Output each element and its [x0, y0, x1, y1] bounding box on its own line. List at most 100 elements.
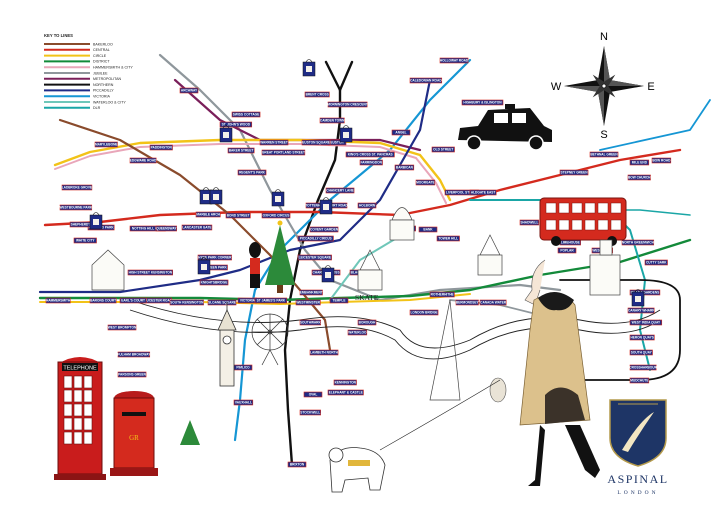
station-label: LEICESTER SQUARE — [297, 254, 332, 261]
station-name: FULHAM BROADWAY — [117, 353, 151, 357]
station-name: GREAT PORTLAND STREET — [262, 151, 305, 155]
key-label: BAKERLOO — [93, 42, 113, 46]
station-label: CAMDEN TOWN — [319, 117, 345, 124]
station-label: STEPNEY GREEN — [559, 169, 589, 176]
station-label: SOUTH QUAY — [629, 349, 653, 356]
black-taxi-illustration — [458, 104, 552, 151]
station-name: BAKER STREET — [229, 149, 254, 153]
station-label: BETHNAL GREEN — [589, 151, 618, 158]
key-label: CIRCLE — [93, 54, 107, 58]
station-label-box — [519, 219, 540, 226]
station-label: ANGEL — [391, 129, 411, 136]
station-name: HERON QUAYS — [630, 336, 653, 340]
shopping-bag-icon — [302, 59, 316, 77]
station-name: BOW ROAD — [652, 159, 671, 163]
station-label: TEMPLE — [329, 297, 349, 304]
station-label-box — [219, 121, 253, 128]
east-black-loop — [559, 279, 681, 381]
northern-line-branch — [338, 60, 354, 92]
station-label-box — [287, 461, 307, 468]
station-label-box — [227, 147, 255, 154]
station-name: BARBICAN — [396, 166, 414, 170]
station-name: SHEPHERD'S BUSH — [71, 223, 102, 227]
station-label-box — [303, 391, 323, 398]
key-label: WATERLOO & CITY — [93, 100, 126, 104]
station-label: WEST INDIA QUAY — [629, 319, 663, 326]
station-name: VICTORIA — [240, 299, 256, 303]
station-label-box — [181, 224, 213, 231]
london-eye-illustration — [251, 313, 289, 366]
station-label: KENNINGTON — [333, 379, 357, 386]
station-label: HIGH STREET KENSINGTON — [127, 269, 174, 276]
station-name: WARREN STREET — [260, 141, 288, 145]
station-label-box — [391, 129, 411, 136]
station-label: ARCHWAY — [179, 87, 199, 94]
station-label-box — [455, 299, 479, 306]
red-bus-illustration — [539, 197, 627, 246]
station-label-box — [418, 226, 438, 233]
red-postbox: GR — [110, 391, 158, 476]
station-name: CROSSHARBOUR — [629, 366, 657, 370]
shopping-bag-icon — [319, 197, 333, 215]
station-name: ANGEL — [395, 131, 406, 135]
station-label: KING'S CROSS ST. PANCRAS — [345, 151, 395, 158]
station-label: WATERLOO — [347, 329, 368, 336]
key-label: NORTHERN — [93, 83, 114, 87]
station-label-box — [429, 291, 455, 298]
station-label: HIGHBURY & ISLINGTON — [461, 99, 504, 106]
station-name: BARONS COURT — [90, 299, 116, 303]
station-label-box — [629, 159, 650, 166]
station-label: EUSTON SQUARE — [301, 139, 331, 146]
station-label-box — [301, 139, 331, 146]
station-label: COVENT GARDEN — [309, 226, 339, 233]
key-rows: BAKERLOOCENTRALCIRCLEDISTRICTHAMMERSMITH… — [44, 42, 133, 110]
station-name: CUTTY SARK — [646, 261, 667, 265]
station-label-box — [297, 235, 334, 242]
station-label-box — [439, 57, 469, 64]
station-name: EUSTON SQUARE — [302, 141, 330, 145]
station-name: WEST BROMPTON — [108, 326, 137, 330]
station-name: EDGWARE ROAD — [130, 159, 157, 163]
station-label-box — [345, 151, 395, 158]
station-label: HERON QUAYS — [629, 334, 655, 341]
station-label: SOUTHWARK — [299, 319, 321, 326]
station-label: BRENT CROSS — [304, 91, 330, 98]
key-label: DLR — [93, 106, 101, 110]
station-label-box — [129, 157, 157, 164]
station-label: STOCKWELL — [299, 409, 321, 416]
station-label: ALDGATE EAST — [469, 189, 497, 196]
station-name: PICCADILLY CIRCUS — [300, 237, 332, 241]
station-name: HOLBORN — [359, 204, 376, 208]
red-telephone-box: TELEPHONE — [54, 357, 106, 480]
station-label-box — [304, 91, 330, 98]
station-name: WEST INDIA QUAY — [632, 321, 661, 325]
station-label-box — [117, 351, 151, 358]
station-label-box — [629, 377, 650, 384]
station-label-box — [261, 149, 306, 156]
station-label-box — [333, 379, 357, 386]
station-label-box — [299, 289, 323, 296]
station-label-box — [359, 159, 383, 166]
station-label-box — [61, 184, 93, 191]
station-label: QUEENSWAY — [155, 225, 177, 232]
station-name: CANARY WHARF — [628, 309, 654, 313]
station-label-box — [621, 239, 655, 246]
station-name: BOROUGH — [359, 321, 376, 325]
station-label-box — [469, 189, 497, 196]
piccadilly-line — [38, 78, 432, 294]
station-label: CHANCERY LANE — [325, 187, 355, 194]
station-name: SOUTH KENSINGTON — [170, 301, 204, 305]
station-name: ROTHERHITHE — [431, 293, 454, 297]
station-name: NOTTING HILL GATE — [132, 227, 164, 231]
station-label: VAUXHALL — [233, 399, 254, 406]
station-name: PIMLICO — [236, 366, 250, 370]
station-name: LANCASTER GATE — [182, 226, 211, 230]
station-label-box — [644, 259, 668, 266]
river-thames — [129, 299, 661, 360]
station-label-box — [231, 111, 261, 118]
station-label-box — [149, 144, 173, 151]
station-name: KNIGHTSBRIDGE — [201, 281, 228, 285]
station-label: HOLLOWAY ROAD — [439, 57, 469, 64]
station-label: OXFORD CIRCUS — [261, 212, 291, 219]
station-name: CHANCERY LANE — [326, 189, 353, 193]
